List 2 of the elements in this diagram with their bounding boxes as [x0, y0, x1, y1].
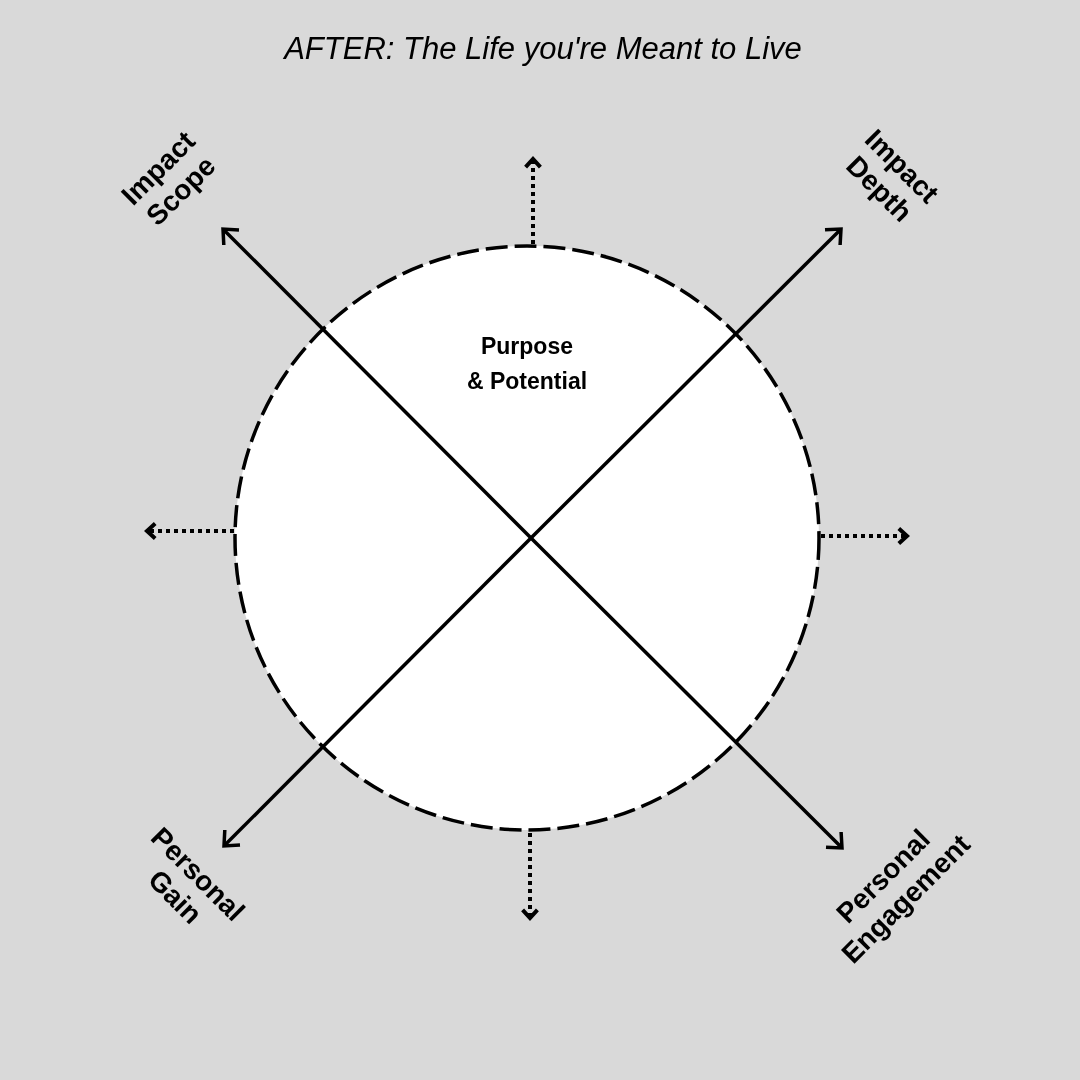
circle-label: Purpose & Potential — [466, 332, 588, 396]
diagram-title: AFTER: The Life you're Meant to Live — [284, 30, 802, 68]
